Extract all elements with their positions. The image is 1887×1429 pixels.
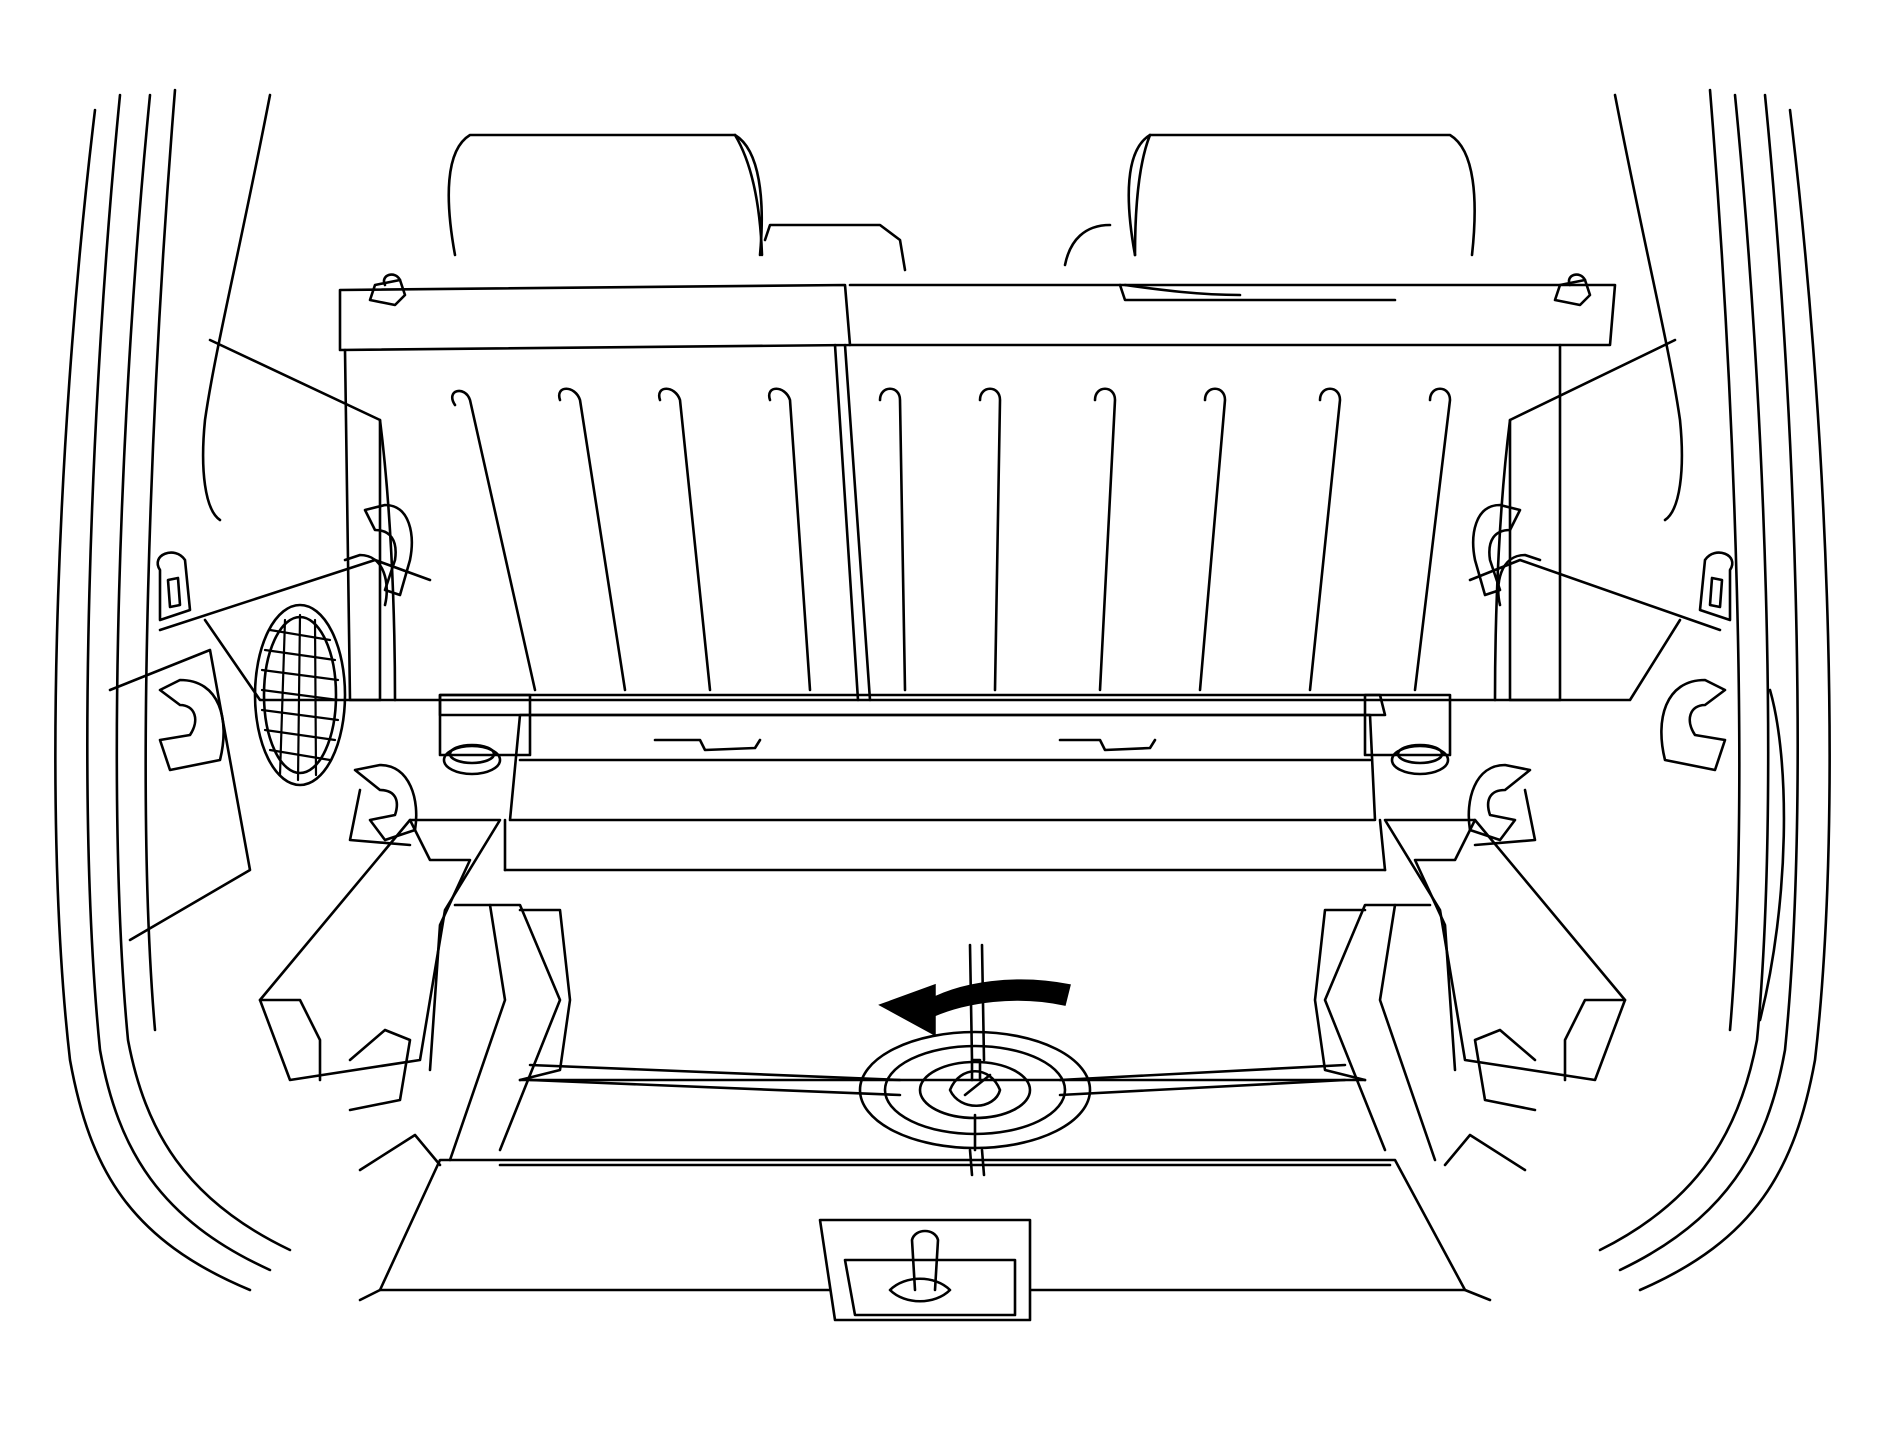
seat-latch-right bbox=[1555, 275, 1590, 305]
tie-down-hook-upper-right bbox=[1473, 505, 1540, 605]
counterclockwise-arrow-icon bbox=[880, 980, 1070, 1035]
seatback-panel bbox=[340, 285, 1615, 700]
floor-hook-right bbox=[1469, 765, 1535, 845]
speaker-grille-left bbox=[255, 605, 345, 785]
headrest-left bbox=[449, 135, 905, 270]
tie-down-hook-mid-right bbox=[1661, 680, 1725, 770]
access-cover bbox=[820, 1220, 1030, 1320]
seatback-ribs bbox=[452, 389, 1450, 690]
cargo-floor bbox=[500, 910, 1390, 1165]
side-storage-right bbox=[1325, 820, 1625, 1170]
side-trim-right bbox=[1470, 340, 1784, 1020]
floor-cross-member bbox=[440, 695, 1385, 870]
rear-load-panel bbox=[360, 1160, 1490, 1300]
corner-bolt-left bbox=[440, 695, 530, 774]
tie-down-hook-upper-left bbox=[345, 505, 412, 605]
seat-latch-left bbox=[370, 275, 405, 305]
tie-down-hook-side-right bbox=[1700, 553, 1732, 620]
spare-tire-hold-down bbox=[860, 1032, 1090, 1150]
floor-hook-left bbox=[350, 765, 416, 845]
corner-bolt-right bbox=[1365, 695, 1450, 774]
tie-down-hook-side-left bbox=[158, 553, 190, 620]
tie-down-hook-mid-left bbox=[160, 680, 224, 770]
side-storage-left bbox=[260, 820, 560, 1170]
side-trim-left bbox=[110, 340, 430, 940]
headrest-right bbox=[1065, 135, 1475, 265]
liftgate-opening-frame bbox=[55, 90, 1829, 1290]
